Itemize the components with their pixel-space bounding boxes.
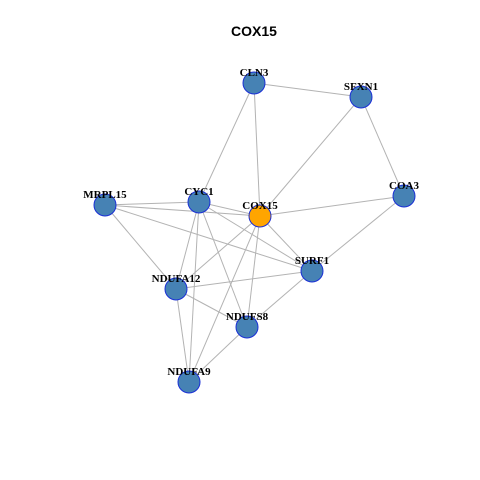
node-label-ndufa9: NDUFA9 — [167, 366, 211, 378]
node-ndufs8[interactable] — [235, 315, 259, 339]
node-label-ndufa12: NDUFA12 — [152, 273, 201, 285]
edge-cyc1-surf1 — [198, 201, 313, 272]
node-sfxn1[interactable] — [349, 85, 373, 109]
edge-cox15-ndufa12 — [175, 215, 261, 290]
edge-cox15-ndufa9 — [188, 215, 261, 383]
edge-ndufa12-ndufs8 — [175, 288, 248, 328]
edge-cln3-sfxn1 — [253, 82, 362, 98]
edge-cyc1-ndufs8 — [198, 201, 248, 328]
edge-sfxn1-coa3 — [360, 96, 405, 197]
edge-cln3-cox15 — [253, 82, 261, 217]
edge-surf1-ndufs8 — [246, 270, 313, 328]
edge-surf1-ndufa12 — [175, 270, 313, 290]
edge-ndufs8-ndufa9 — [188, 326, 248, 383]
edge-cln3-cyc1 — [198, 82, 255, 203]
node-label-mrpl15: MRPL15 — [83, 189, 127, 201]
edge-mrpl15-surf1 — [104, 204, 313, 272]
edge-sfxn1-cox15 — [259, 96, 362, 217]
edge-mrpl15-ndufa12 — [104, 204, 177, 290]
node-ndufa12[interactable] — [164, 277, 188, 301]
edge-ndufa12-ndufa9 — [175, 288, 190, 383]
node-cox15[interactable] — [248, 204, 272, 228]
node-label-cyc1: CYC1 — [184, 186, 213, 198]
node-cln3[interactable] — [242, 71, 266, 95]
graph-title: COX15 — [231, 23, 277, 39]
node-label-sfxn1: SFXN1 — [344, 81, 378, 93]
edge-cyc1-ndufa12 — [175, 201, 200, 290]
edge-cyc1-ndufa9 — [188, 201, 200, 383]
edge-coa3-surf1 — [311, 195, 405, 272]
edge-mrpl15-cyc1 — [104, 201, 200, 206]
node-label-cln3: CLN3 — [240, 67, 269, 79]
nodes-layer — [93, 71, 416, 394]
edge-mrpl15-cox15 — [104, 204, 261, 217]
node-surf1[interactable] — [300, 259, 324, 283]
edge-cox15-surf1 — [259, 215, 313, 272]
node-label-cox15: COX15 — [242, 200, 278, 212]
node-coa3[interactable] — [392, 184, 416, 208]
node-mrpl15[interactable] — [93, 193, 117, 217]
node-ndufa9[interactable] — [177, 370, 201, 394]
edge-coa3-cox15 — [259, 195, 405, 217]
node-label-coa3: COA3 — [389, 180, 419, 192]
node-label-surf1: SURF1 — [295, 255, 329, 267]
node-cyc1[interactable] — [187, 190, 211, 214]
edge-cox15-ndufs8 — [246, 215, 261, 328]
edges-layer — [104, 82, 405, 383]
node-label-ndufs8: NDUFS8 — [226, 311, 269, 323]
